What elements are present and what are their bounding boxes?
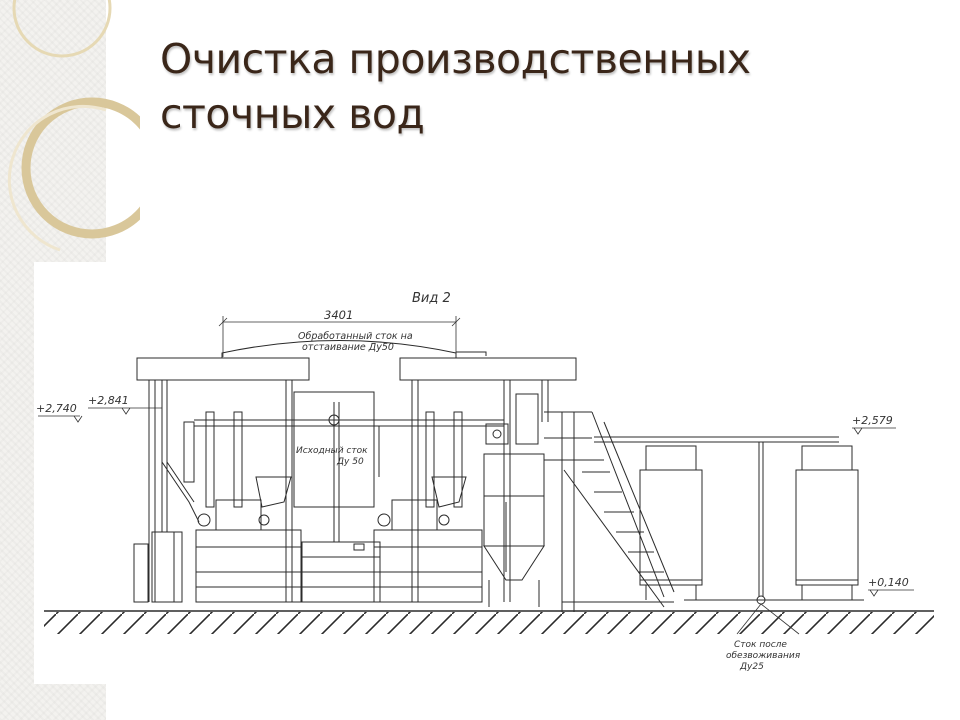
view-label: Вид 2 bbox=[412, 291, 451, 306]
treated-effluent-label-2: отстаивание Ду50 bbox=[302, 342, 394, 353]
ground bbox=[44, 610, 934, 634]
treated-effluent-pipe bbox=[221, 340, 487, 358]
level-2579-label: +2,579 bbox=[852, 414, 893, 427]
technical-drawing-panel: Вид 2 3401 Обработанный сток на отстаива… bbox=[34, 262, 938, 684]
right-unit bbox=[373, 357, 577, 603]
technical-drawing: Вид 2 3401 Обработанный сток на отстаива… bbox=[36, 291, 934, 672]
hopper bbox=[483, 393, 545, 607]
drain-leaders bbox=[736, 603, 800, 635]
source-effluent-label-1: Исходный сток bbox=[296, 446, 368, 456]
drain-label-2: обезвоживания bbox=[726, 651, 801, 661]
canopy-pipe bbox=[594, 436, 839, 597]
treated-effluent-label-1: Обработанный сток на bbox=[298, 331, 413, 342]
drain-label-3: Ду25 bbox=[739, 662, 764, 672]
level-2841-label: +2,841 bbox=[88, 394, 129, 407]
level-2740-label: +2,740 bbox=[36, 402, 77, 415]
filter-tanks bbox=[639, 445, 864, 605]
left-unit bbox=[133, 357, 310, 603]
stairs-platform bbox=[544, 411, 675, 612]
slide-title: Очистка производственных сточных вод bbox=[160, 32, 751, 142]
process-pipe bbox=[194, 414, 504, 477]
title-line-1: Очистка производственных bbox=[160, 35, 751, 83]
level-0140-label: +0,140 bbox=[868, 576, 909, 589]
title-line-2: сточных вод bbox=[160, 90, 425, 138]
decorative-rings bbox=[7, 0, 140, 252]
dimension-label: 3401 bbox=[324, 308, 353, 322]
drain-label-1: Сток после bbox=[734, 640, 787, 650]
dimension-line bbox=[218, 316, 461, 357]
level-markers bbox=[38, 407, 914, 597]
source-effluent-label-2: Ду 50 bbox=[336, 457, 364, 467]
